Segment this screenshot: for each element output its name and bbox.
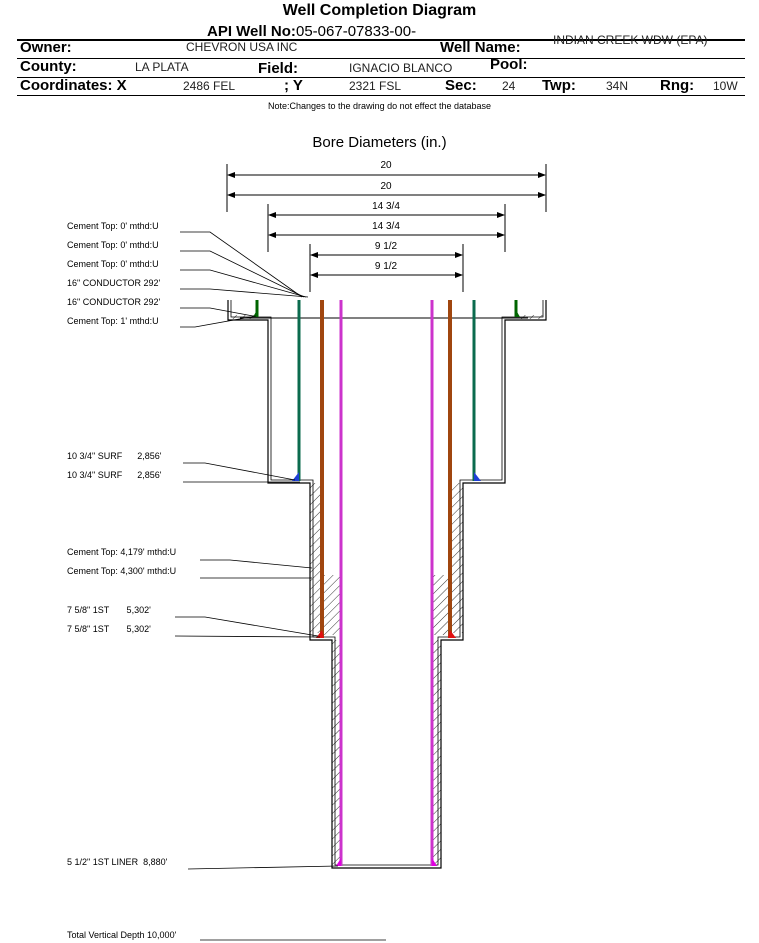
bore-diameters-title: Bore Diameters (in.): [312, 134, 447, 151]
bore-dim-label: 9 1/2: [375, 261, 398, 272]
surface-casing: [292, 300, 481, 481]
bore-dim-label: 20: [380, 160, 392, 171]
rng-value: 10W: [713, 79, 738, 93]
county-value: LA PLATA: [135, 60, 189, 74]
y-value: 2321 FSL: [349, 79, 402, 93]
bore-dim-label: 14 3/4: [372, 201, 400, 212]
diagram-heading: Well Completion Diagram: [282, 2, 477, 19]
bore-dim-label: 14 3/4: [372, 221, 400, 232]
callout-labels: Cement Top: 0' mthd:U Cement Top: 0' mth…: [67, 221, 177, 940]
callout-label: 7 5/8" 1ST 5,302': [67, 605, 151, 615]
header-rule: [17, 77, 745, 78]
callout-label: Cement Top: 0' mthd:U: [67, 240, 159, 250]
header-rule: [17, 58, 745, 59]
callout-label: 5 1/2" 1ST LINER 8,880': [67, 857, 168, 867]
callout-label: Cement Top: 0' mthd:U: [67, 221, 159, 231]
callout-label: 7 5/8" 1ST 5,302': [67, 624, 151, 634]
callout-label: 10 3/4" SURF 2,856': [67, 470, 162, 480]
intermediate-casing: [316, 300, 456, 638]
sec-label: Sec:: [445, 77, 477, 94]
callout-leaders: [174, 231, 386, 941]
borehole-outline: [227, 300, 547, 869]
note-text: Note:Changes to the drawing do not effec…: [268, 101, 491, 111]
header-rule: [17, 39, 745, 41]
owner-value: CHEVRON USA INC: [186, 40, 298, 54]
callout-label: Cement Top: 4,179' mthd:U: [67, 547, 176, 557]
bore-dim-label: 9 1/2: [375, 241, 398, 252]
cement-hatch: [228, 315, 546, 866]
field-value: IGNACIO BLANCO: [349, 61, 453, 75]
x-value: 2486 FEL: [183, 79, 236, 93]
conductor-casing: [253, 300, 520, 317]
y-label: ; Y: [284, 77, 303, 94]
coordinates-label: Coordinates: X: [20, 77, 127, 94]
bore-dimension-group: 20 20 14 3/4 14 3/4 9 1/2 9 1/2: [226, 160, 547, 292]
callout-label: Cement Top: 1' mthd:U: [67, 316, 159, 326]
api-label: API Well No:: [207, 23, 296, 40]
header-rule: [17, 95, 745, 96]
bore-dim-label: 20: [380, 181, 392, 192]
twp-value: 34N: [606, 79, 629, 93]
well-name-label: Well Name:: [440, 39, 521, 56]
well-name-value: INDIAN CREEK WDW (EPA): [553, 33, 708, 47]
api-value: 05-067-07833-00-: [296, 23, 417, 40]
rng-label: Rng:: [660, 77, 695, 94]
county-label: County:: [20, 58, 77, 75]
callout-label: 16" CONDUCTOR 292': [67, 297, 161, 307]
twp-label: Twp:: [542, 77, 576, 94]
owner-label: Owner:: [20, 39, 72, 56]
callout-label: 16" CONDUCTOR 292': [67, 278, 161, 288]
callout-label: Cement Top: 4,300' mthd:U: [67, 566, 176, 576]
pool-label: Pool:: [490, 56, 528, 73]
callout-label: 10 3/4" SURF 2,856': [67, 451, 162, 461]
total-depth-label: Total Vertical Depth 10,000': [67, 930, 177, 940]
sec-value: 24: [502, 79, 516, 93]
field-label: Field:: [258, 60, 298, 77]
callout-label: Cement Top: 0' mthd:U: [67, 259, 159, 269]
liner-casing: [336, 300, 437, 866]
